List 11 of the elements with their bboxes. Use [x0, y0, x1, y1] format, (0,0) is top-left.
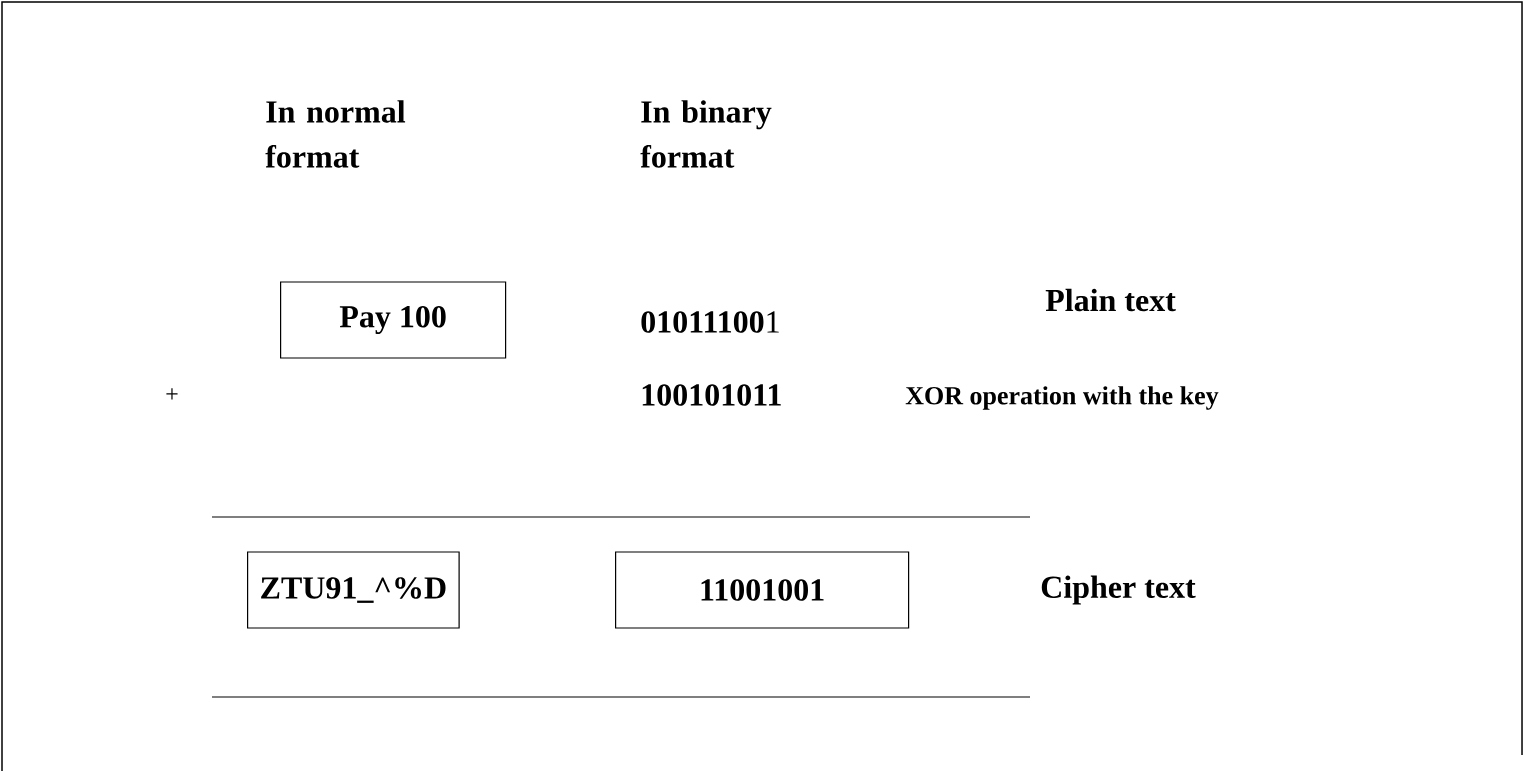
text-box: 11001001	[615, 551, 910, 629]
label-text: Cipher text	[1041, 575, 1196, 605]
label-text: 010111001	[641, 311, 779, 333]
label-text: Plain text	[1045, 288, 1176, 312]
text-box: Pay 100	[280, 281, 507, 359]
text-box: ZTU91_^%D	[247, 551, 460, 629]
label-text: XOR operation with the key	[905, 386, 1219, 410]
operator-sign: +	[166, 388, 178, 400]
label-text: In binary format	[640, 100, 772, 168]
label-text: 100101011	[642, 384, 781, 406]
label-text: In normal format	[265, 100, 406, 168]
